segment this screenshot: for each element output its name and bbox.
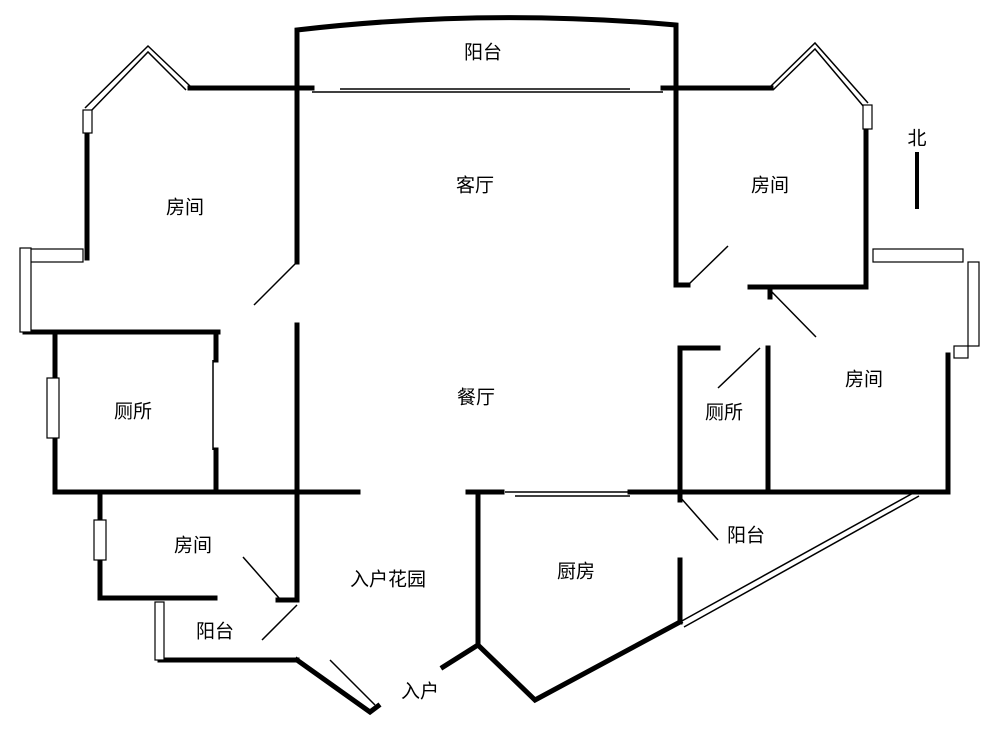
label-kitchen: 厨房 [557, 561, 595, 583]
label-bedroom-e: 房间 [845, 369, 883, 391]
label-toilet-e: 厕所 [705, 402, 743, 424]
label-balcony-e: 阳台 [727, 525, 765, 547]
label-living-room: 客厅 [456, 175, 494, 197]
doors [242, 245, 817, 641]
north-label: 北 [907, 128, 926, 150]
walls [22, 15, 951, 716]
label-balcony-sw: 阳台 [196, 621, 234, 643]
label-bedroom-nw: 房间 [166, 197, 204, 219]
label-balcony-top: 阳台 [464, 42, 502, 64]
room-labels: 阳台 客厅 房间 房间 房间 餐厅 厕所 厕所 阳台 房间 入户花园 厨房 阳台… [114, 42, 883, 703]
label-entrance: 入户 [401, 681, 439, 703]
label-dining-room: 餐厅 [457, 387, 495, 409]
label-entry-garden: 入户花园 [350, 569, 426, 591]
label-toilet-w: 厕所 [114, 401, 152, 423]
label-bedroom-sw: 房间 [174, 535, 212, 557]
north-indicator: 北 [907, 128, 927, 209]
windows [19, 41, 980, 706]
label-bedroom-ne: 房间 [751, 175, 789, 197]
